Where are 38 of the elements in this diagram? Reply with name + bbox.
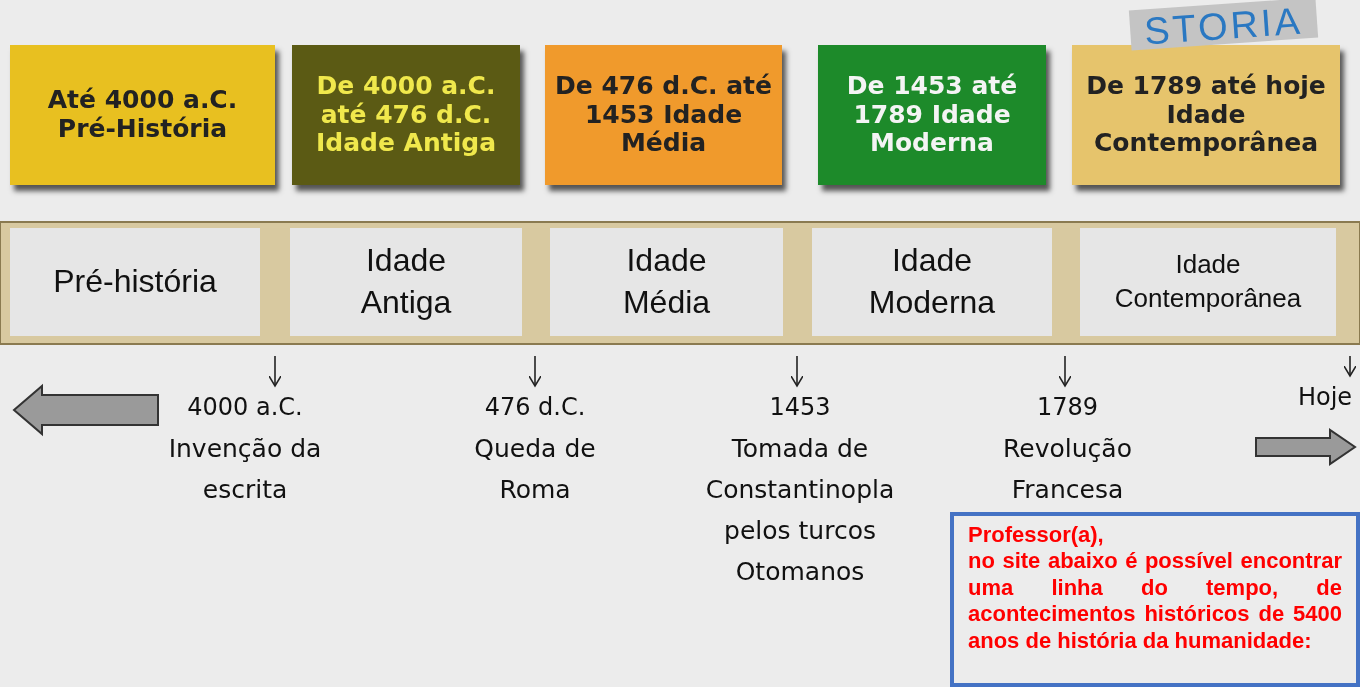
arrow (790, 355, 804, 387)
period-box (1080, 228, 1336, 336)
event-text: Invenção da escrita (167, 432, 323, 506)
arrow (1058, 355, 1072, 387)
period-label: Pré-história (53, 262, 217, 302)
period-label: De 4000 a.C. até 476 d.C. Idade Antiga (314, 71, 498, 159)
period-label: Idade Média (621, 241, 712, 322)
arrow (1343, 355, 1357, 377)
date-label: 1453 (769, 392, 831, 423)
event-text: Tomada de Constantinopla pelos turcos Otomanos (704, 432, 896, 589)
period-label: Idade Antiga (359, 241, 453, 322)
banner-title: STORIA (1128, 0, 1318, 51)
period-box (290, 228, 522, 336)
date-label: 476 d.C. (484, 392, 586, 423)
period-label: De 1453 até 1789 Idade Moderna (845, 71, 1019, 159)
period-label: Idade Contemporânea (1114, 248, 1302, 315)
date-label: Hoje (1297, 382, 1353, 413)
note-box (950, 512, 1360, 687)
period-card (292, 45, 520, 185)
arrow (268, 355, 282, 387)
event-text: Queda de Roma (473, 432, 597, 506)
note-text: no site abaixo é possível encontrar uma linha do tempo, de acontecimentos históricos de 5400 anos de história da humanidade: (968, 548, 1342, 654)
period-box (10, 228, 260, 336)
period-label: Idade Moderna (867, 241, 997, 322)
date-label: 1789 (1036, 392, 1099, 423)
period-label: Até 4000 a.C. Pré-História (46, 86, 239, 144)
note-heading: Professor(a), (968, 522, 1105, 549)
period-card (10, 45, 275, 185)
period-card (1072, 45, 1340, 185)
event-text: Revolução Francesa (1002, 432, 1133, 506)
date-label: 4000 a.C. (187, 392, 303, 423)
period-label: De 476 d.C. até 1453 Idade Média (554, 71, 773, 159)
arrow (528, 355, 542, 387)
period-card (545, 45, 782, 185)
period-box (550, 228, 783, 336)
period-box (812, 228, 1052, 336)
period-label: De 1789 até hoje Idade Contemporânea (1085, 71, 1327, 159)
period-card (818, 45, 1046, 185)
